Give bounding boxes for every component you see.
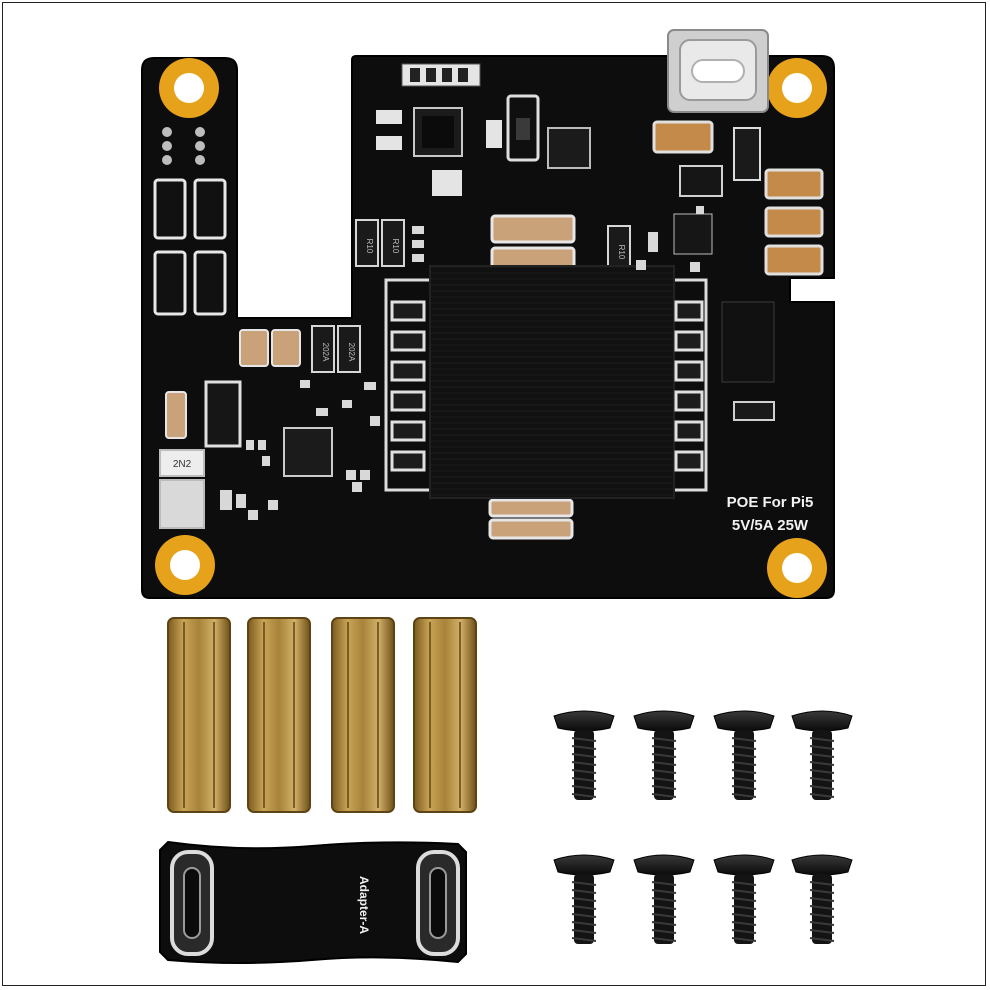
screw-4 <box>791 710 853 800</box>
chip-mark-2: R10 <box>391 239 400 254</box>
board-spec: 5V/5A 25W <box>732 517 809 534</box>
chip-mark-5: R10 <box>617 245 626 260</box>
standoff-1 <box>167 617 231 813</box>
screw-6 <box>633 854 695 944</box>
board-title: POE For Pi5 <box>727 494 814 511</box>
chip-top-right <box>547 127 591 169</box>
screw-1 <box>553 710 615 800</box>
mounting-hole-bottom-left <box>155 535 215 595</box>
small-components-a <box>376 110 502 196</box>
standoff-3 <box>331 617 395 813</box>
mounting-hole-top-left <box>159 58 219 118</box>
screws <box>553 710 853 944</box>
sot-chip <box>673 165 723 255</box>
screw-3 <box>713 710 775 800</box>
brass-standoffs <box>167 617 477 813</box>
usb-c-connector <box>667 29 769 113</box>
chip-mark-4: 202A <box>347 343 356 362</box>
adapter-board: Adapter-A <box>159 840 467 964</box>
pin-header <box>162 127 205 165</box>
standoff-2 <box>247 617 311 813</box>
chip-mark-3: 202A <box>321 343 330 362</box>
crystal <box>506 94 540 162</box>
screw-7 <box>713 854 775 944</box>
mosfet-right <box>721 301 775 421</box>
tiny-components <box>220 206 704 520</box>
screw-5 <box>553 854 615 944</box>
qfn-chip-left <box>283 427 333 477</box>
mounting-hole-bottom-right <box>767 538 827 598</box>
capacitors-top-right <box>652 120 824 276</box>
top-resistor-array <box>401 63 481 87</box>
mounting-hole-top-right <box>767 58 827 118</box>
transformer <box>384 265 708 499</box>
poe-board: R10 R10 202A 202A R10 2N2 <box>141 29 835 599</box>
adapter-label: Adapter-A <box>357 876 371 934</box>
screw-2 <box>633 710 695 800</box>
standoff-4 <box>413 617 477 813</box>
screw-8 <box>791 854 853 944</box>
chip-mark-6: 2N2 <box>173 459 192 470</box>
marked-resistors: R10 R10 202A 202A R10 2N2 <box>159 219 631 529</box>
chip-mark-1: R10 <box>365 239 374 254</box>
mosfet-left <box>204 380 242 448</box>
adapter-usb-c-right <box>416 850 460 956</box>
left-diodes <box>153 178 227 316</box>
adapter-usb-c-left <box>170 850 214 956</box>
capacitors-middle <box>165 214 576 540</box>
qfn-chip-top <box>413 107 463 157</box>
